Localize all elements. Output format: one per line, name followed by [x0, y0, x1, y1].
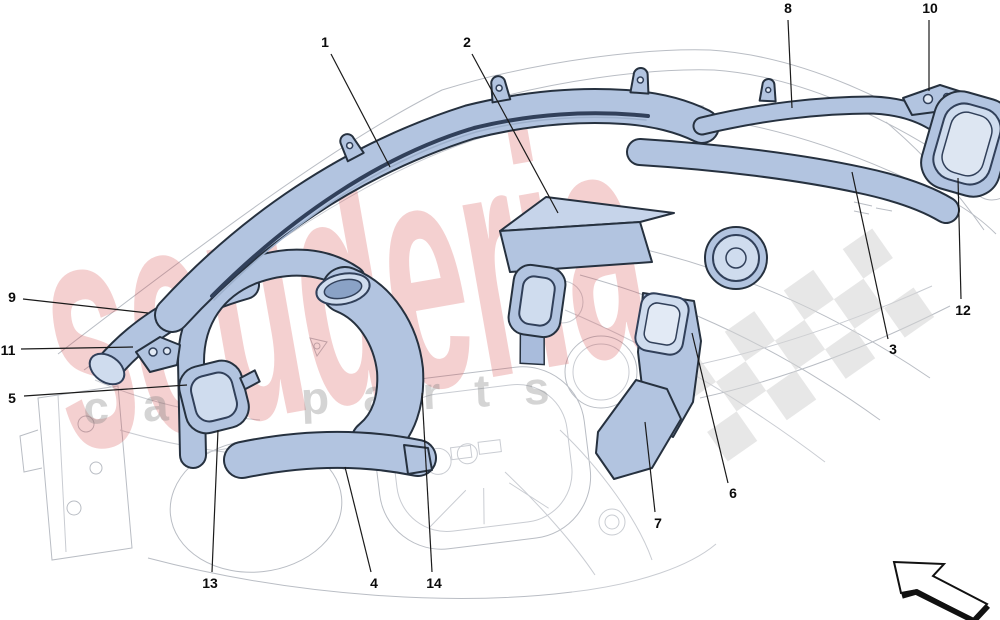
part-right-feed-duct-8	[692, 78, 944, 136]
callout-label-7: 7	[654, 515, 662, 531]
callout-label-5: 5	[8, 390, 16, 406]
part-centre-vent-housing-2	[499, 196, 675, 366]
leader-line-2	[471, 53, 559, 214]
part-elbow-duct-14	[315, 266, 425, 466]
steering-wheel-sketch	[372, 366, 592, 550]
callout-label-9: 9	[8, 289, 16, 305]
direction-arrow-icon	[892, 560, 991, 620]
callout-label-14: 14	[426, 575, 442, 591]
part-lower-duct-4	[223, 430, 437, 479]
part-round-vent	[704, 226, 768, 290]
callout-label-13: 13	[202, 575, 218, 591]
callout-label-10: 10	[922, 0, 938, 16]
leader-line-9	[22, 298, 149, 314]
callout-label-1: 1	[321, 34, 329, 50]
callout-label-12: 12	[955, 302, 971, 318]
checkered-flag-watermark	[665, 228, 935, 462]
leader-lines	[20, 19, 962, 573]
leader-line-3	[851, 171, 889, 340]
leader-line-12	[957, 177, 962, 300]
callout-label-8: 8	[784, 0, 792, 16]
callout-label-2: 2	[463, 34, 471, 50]
leader-line-8	[787, 19, 793, 109]
part-side-vent-bezel	[178, 359, 261, 435]
part-right-vent-12	[920, 90, 1000, 198]
leader-line-11	[20, 346, 134, 350]
callout-label-4: 4	[370, 575, 378, 591]
leader-line-6	[691, 332, 729, 484]
air-duct-parts	[88, 67, 1000, 480]
part-center-arch-duct	[176, 248, 366, 469]
leader-line-7	[644, 421, 656, 513]
part-right-lateral-duct-3	[626, 138, 960, 224]
part-bracket-11	[135, 336, 181, 373]
leader-line-13	[211, 429, 219, 573]
callout-label-11: 11	[1, 342, 16, 358]
callout-label-6: 6	[729, 485, 737, 501]
leader-line-5	[23, 384, 188, 397]
leader-line-4	[344, 466, 372, 573]
callout-label-3: 3	[889, 341, 897, 357]
part-footwell-duct-7	[595, 379, 682, 480]
leader-line-1	[330, 53, 391, 168]
leader-line-14	[421, 392, 433, 573]
part-top-demist-duct-1	[154, 67, 720, 333]
